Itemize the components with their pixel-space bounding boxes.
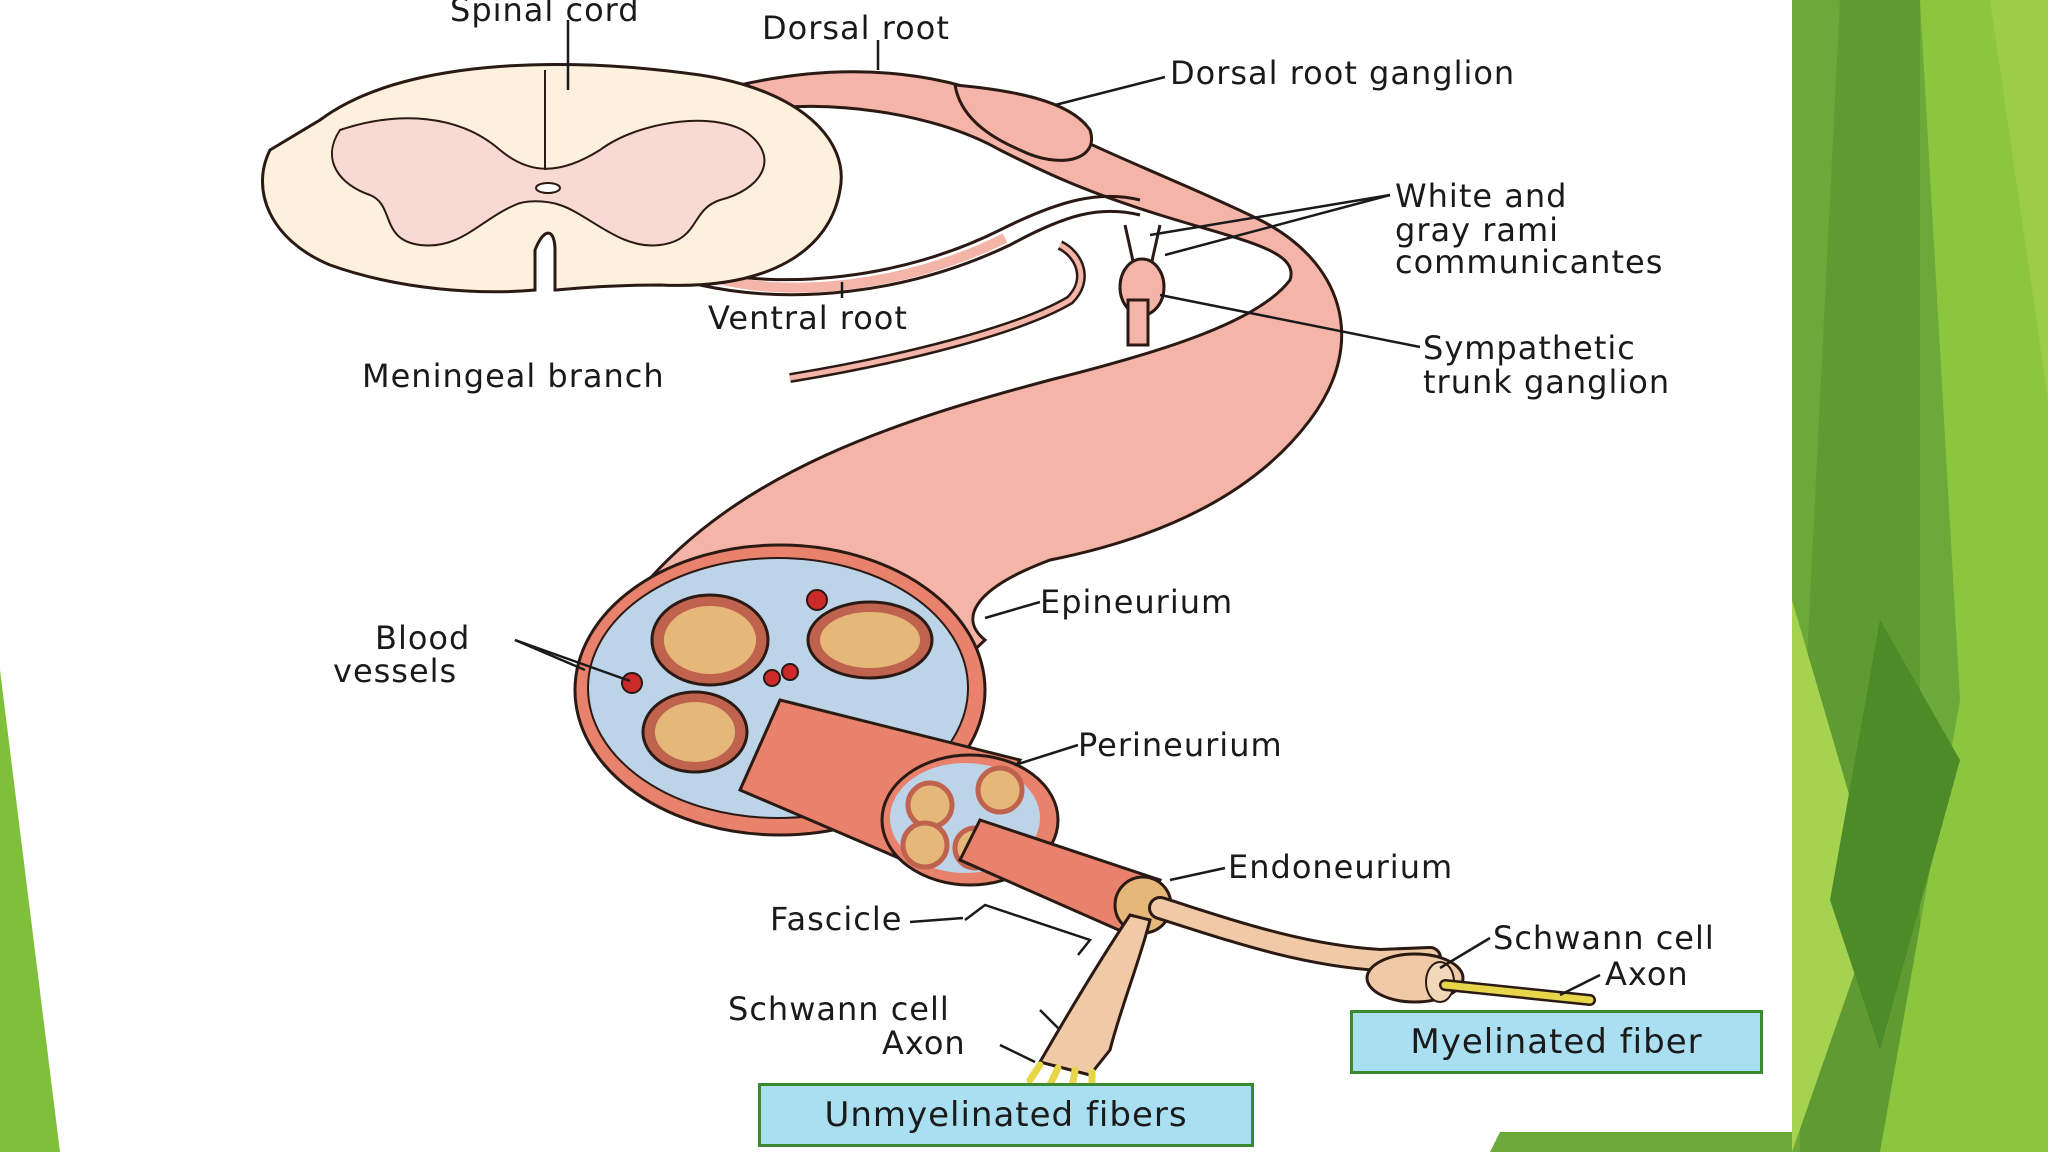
label-blood-2: vessels [333, 652, 458, 690]
label-ventral-root: Ventral root [708, 299, 908, 337]
spinal-cord-cross-section [261, 62, 843, 294]
label-sympathetic-2: trunk ganglion [1423, 363, 1671, 401]
myelinated-fiber-box: Myelinated fiber [1350, 1010, 1763, 1074]
unmyelinated-fibers-box: Unmyelinated fibers [758, 1083, 1254, 1147]
label-white-gray-rami-1: White and [1395, 177, 1568, 215]
label-spinal-cord: Spinal cord [450, 0, 640, 29]
label-perineurium: Perineurium [1078, 726, 1283, 764]
label-white-gray-rami-2: gray rami [1395, 211, 1560, 249]
label-epineurium: Epineurium [1040, 583, 1234, 621]
label-axon-right: Axon [1605, 955, 1689, 993]
label-axon-left: Axon [882, 1024, 966, 1062]
leader-lines [514, 20, 1601, 1064]
label-sympathetic-1: Sympathetic [1423, 329, 1636, 367]
nerve-cross-section [573, 543, 1173, 937]
label-meningeal-branch: Meningeal branch [362, 357, 665, 395]
label-schwann-cell-right: Schwann cell [1493, 919, 1715, 957]
label-schwann-cell-left: Schwann cell [728, 990, 950, 1028]
label-dorsal-root-ganglion: Dorsal root ganglion [1170, 54, 1516, 92]
label-endoneurium: Endoneurium [1228, 848, 1454, 886]
label-fascicle: Fascicle [770, 900, 903, 938]
unmyelinated-fibers [1026, 913, 1152, 1092]
label-white-gray-rami-3: communicantes [1395, 243, 1664, 281]
myelinated-fiber [1148, 896, 1596, 1006]
label-dorsal-root: Dorsal root [762, 9, 950, 47]
label-blood-1: Blood [375, 619, 471, 657]
